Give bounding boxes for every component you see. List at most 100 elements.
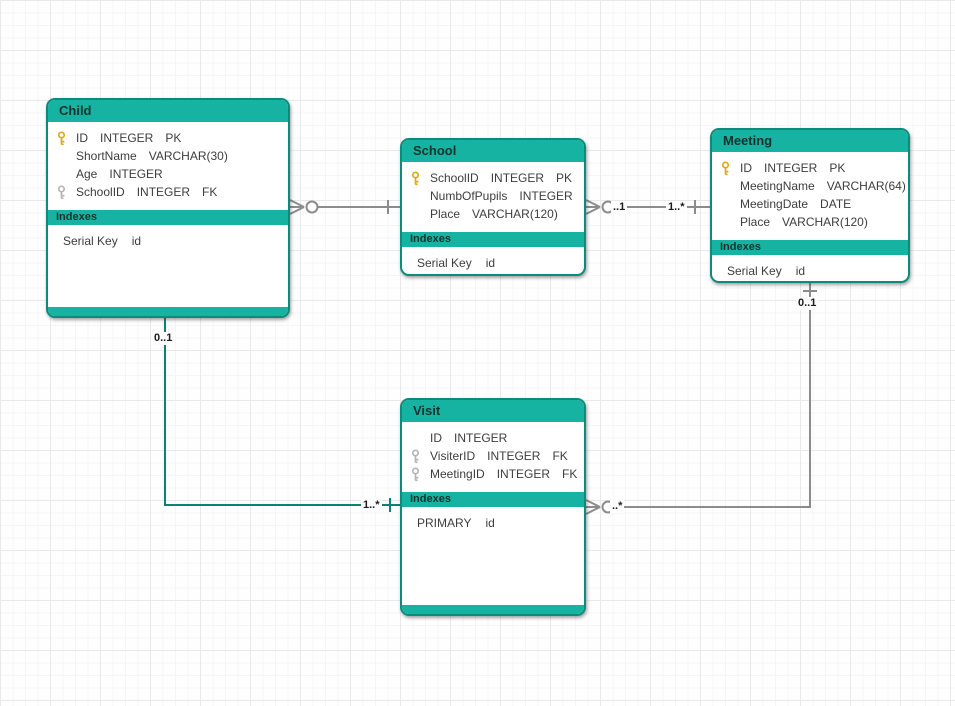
cardinality-label: 1..*	[666, 201, 687, 214]
cardinality-label: ..1	[611, 201, 628, 214]
column-row[interactable]: Place VARCHAR(120)	[712, 213, 908, 231]
primary-key-icon	[409, 170, 422, 186]
column-type: INTEGER	[454, 431, 508, 445]
index-row[interactable]: Serial Key id	[712, 257, 908, 281]
column-flag: FK	[552, 449, 568, 463]
column-type: INTEGER	[136, 185, 191, 199]
column-list: ID INTEGER PK MeetingName VARCHAR(64) Me…	[712, 154, 908, 238]
index-columns: id	[485, 256, 496, 270]
column-type: INTEGER	[100, 131, 154, 145]
column-row[interactable]: ID INTEGER PK	[48, 129, 288, 147]
relationship-child-visit[interactable]	[164, 317, 400, 512]
relationship-meeting-visit[interactable]	[585, 282, 817, 515]
index-row[interactable]: Serial Key id	[402, 249, 584, 274]
cardinality-label: 1..*	[361, 499, 382, 512]
foreign-key-icon	[409, 448, 422, 464]
table-footer	[402, 605, 584, 614]
zero-circle-icon	[305, 200, 319, 214]
wire-segment	[164, 317, 400, 506]
column-name: SchoolID	[430, 171, 479, 185]
primary-key-icon	[719, 160, 732, 176]
foreign-key-icon	[55, 184, 68, 200]
column-row[interactable]: MeetingDate DATE	[712, 195, 908, 213]
cardinality-label: 0..1	[152, 332, 175, 345]
column-name: ShortName	[76, 149, 137, 163]
spacer	[55, 167, 68, 182]
spacer	[409, 189, 422, 204]
spacer	[409, 431, 422, 446]
table-body-empty	[402, 534, 584, 605]
column-type: VARCHAR(120)	[782, 215, 868, 229]
column-name: Place	[740, 215, 771, 229]
column-name: MeetingID	[430, 467, 485, 481]
column-flag: PK	[556, 171, 573, 185]
column-type: VARCHAR(64)	[826, 179, 906, 193]
column-row[interactable]: VisiterID INTEGER FK	[402, 447, 584, 465]
spacer	[719, 179, 732, 194]
index-name: Serial Key	[417, 256, 472, 270]
column-type: VARCHAR(120)	[472, 207, 558, 221]
column-type: INTEGER	[764, 161, 818, 175]
index-name: PRIMARY	[417, 516, 472, 530]
index-row[interactable]: PRIMARY id	[402, 509, 584, 534]
table-title[interactable]: Visit	[402, 400, 584, 424]
crows-foot-icon	[585, 499, 601, 515]
table-footer	[48, 307, 288, 316]
index-name: Serial Key	[63, 234, 118, 248]
column-name: ID	[740, 161, 752, 175]
indexes-header[interactable]: Indexes	[712, 238, 908, 257]
table-school[interactable]: School SchoolID INTEGER PK NumbOfPupils …	[400, 138, 586, 276]
indexes-header[interactable]: Indexes	[402, 490, 584, 509]
column-row[interactable]: MeetingID INTEGER FK	[402, 465, 584, 483]
column-type: INTEGER	[496, 467, 551, 481]
column-list: ID INTEGER VisiterID INTEGER FK MeetingI…	[402, 424, 584, 490]
relationship-child-school[interactable]	[289, 199, 400, 215]
column-type: INTEGER	[519, 189, 573, 203]
indexes-header[interactable]: Indexes	[402, 230, 584, 249]
table-title[interactable]: Meeting	[712, 130, 908, 154]
table-title[interactable]: Child	[48, 100, 288, 124]
crows-foot-icon	[289, 199, 305, 215]
column-name: MeetingName	[740, 179, 815, 193]
cardinality-label: ..*	[610, 500, 625, 513]
column-flag: FK	[202, 185, 218, 199]
column-row[interactable]: ID INTEGER PK	[712, 159, 908, 177]
cardinality-label: 0..1	[796, 297, 819, 310]
index-columns: id	[795, 264, 806, 278]
column-row[interactable]: Age INTEGER	[48, 165, 288, 183]
indexes-header[interactable]: Indexes	[48, 208, 288, 227]
spacer	[719, 197, 732, 212]
column-row[interactable]: ID INTEGER	[402, 429, 584, 447]
column-name: ID	[430, 431, 442, 445]
column-row[interactable]: MeetingName VARCHAR(64)	[712, 177, 908, 195]
column-row[interactable]: SchoolID INTEGER FK	[48, 183, 288, 201]
spacer	[55, 149, 68, 164]
table-title[interactable]: School	[402, 140, 584, 164]
index-row[interactable]: Serial Key id	[48, 227, 288, 252]
wire-segment	[613, 282, 811, 508]
foreign-key-icon	[409, 466, 422, 482]
column-row[interactable]: Place VARCHAR(120)	[402, 205, 584, 223]
column-name: MeetingDate	[740, 197, 809, 211]
column-type: DATE	[820, 197, 852, 211]
spacer	[719, 215, 732, 230]
crows-foot-icon	[585, 199, 601, 215]
column-row[interactable]: SchoolID INTEGER PK	[402, 169, 584, 187]
table-footer	[402, 274, 584, 276]
column-name: Age	[76, 167, 98, 181]
table-child[interactable]: Child ID INTEGER PK ShortName VARCHAR(30…	[46, 98, 290, 318]
index-columns: id	[485, 516, 495, 530]
column-flag: PK	[165, 131, 182, 145]
column-row[interactable]: ShortName VARCHAR(30)	[48, 147, 288, 165]
column-flag: PK	[829, 161, 846, 175]
table-visit[interactable]: Visit ID INTEGER VisiterID INTEGER FK Me…	[400, 398, 586, 616]
relationship-school-meeting[interactable]	[585, 199, 710, 215]
column-type: INTEGER	[490, 171, 545, 185]
table-meeting[interactable]: Meeting ID INTEGER PK MeetingName VARCHA…	[710, 128, 910, 283]
column-list: ID INTEGER PK ShortName VARCHAR(30) Age …	[48, 124, 288, 208]
column-row[interactable]: NumbOfPupils INTEGER	[402, 187, 584, 205]
column-type: INTEGER	[487, 449, 541, 463]
table-footer	[712, 282, 908, 283]
column-type: VARCHAR(30)	[148, 149, 228, 163]
